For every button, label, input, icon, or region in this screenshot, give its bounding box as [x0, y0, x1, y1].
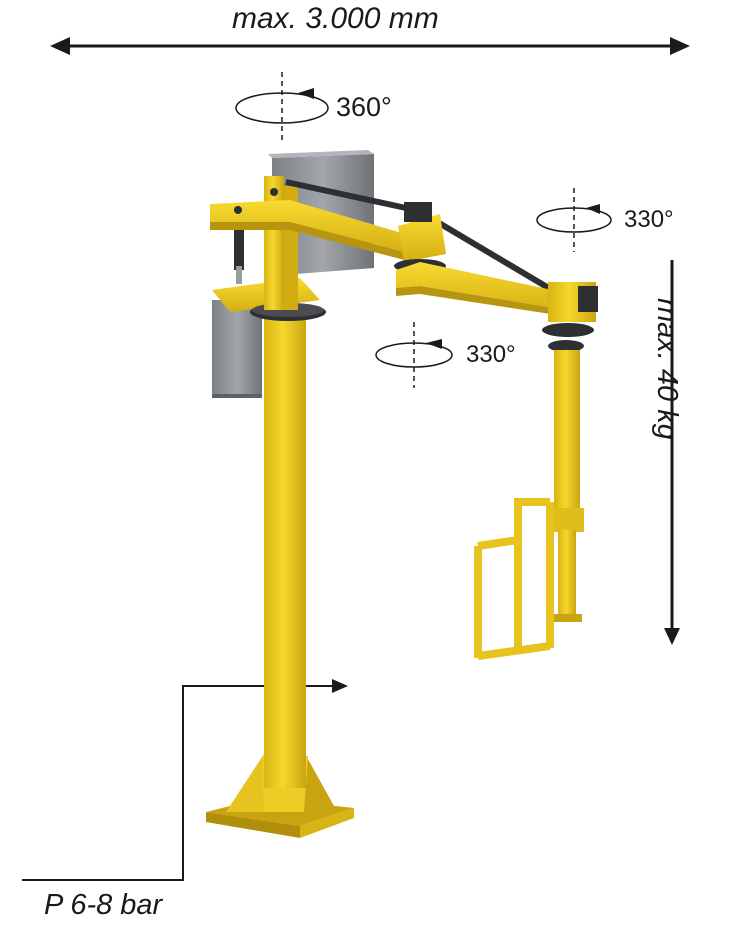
main-column [264, 318, 306, 788]
rotation-label-middle-joint: 330° [466, 341, 516, 368]
lever-mount [264, 176, 298, 310]
rotation-icon-base [235, 72, 329, 142]
column-base [206, 752, 354, 838]
load-arrow [664, 260, 680, 645]
spring-cylinder [234, 228, 244, 284]
air-pressure-label: P 6-8 bar [44, 889, 163, 921]
rotation-label-base: 360° [336, 92, 392, 122]
gripper-frame [474, 498, 554, 660]
rotation-icon-middle-joint [375, 322, 453, 388]
link-rod-outer [432, 217, 554, 293]
reach-label: max. 3.000 mm [232, 2, 439, 35]
outer-joint [542, 282, 598, 352]
max-load-label: max. 40 kg [651, 298, 683, 440]
tool-shaft [548, 350, 584, 622]
rotation-label-outer-joint: 330° [624, 206, 674, 233]
pressure-line [22, 679, 348, 881]
rotation-icon-outer-joint [536, 188, 612, 252]
forearm [396, 262, 590, 320]
link-rod-upper [285, 179, 407, 211]
reach-arrow [50, 37, 690, 55]
upper-arm [210, 200, 412, 262]
cylinder-housing [212, 300, 262, 398]
